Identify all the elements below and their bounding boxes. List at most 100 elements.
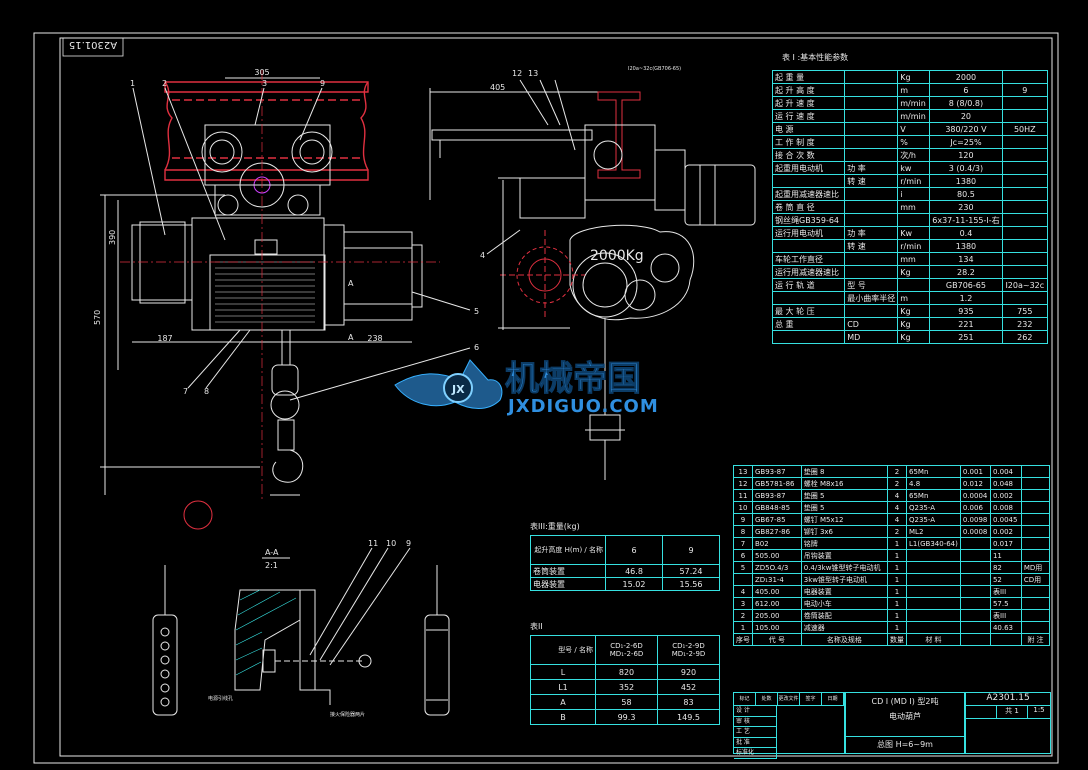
title-assembly: 总图 H=6~9m [846, 736, 964, 750]
table-cell: 运 行 速 度 [771, 109, 846, 123]
table-cell: r/min [897, 174, 931, 188]
table-cell: 1 [887, 549, 908, 562]
table-cell: MD [844, 330, 899, 344]
table-cell [1001, 200, 1049, 214]
table-cell: 运行用电动机 [771, 226, 846, 240]
table-cell [1001, 187, 1049, 201]
revision-mark-label: 日期 [822, 693, 844, 705]
table-cell: 820 [595, 664, 658, 680]
table-cell: Kw [897, 226, 931, 240]
table-cell: 型 号 [844, 278, 899, 292]
table-cell: 1 [733, 621, 753, 634]
table-cell: 505.00 [752, 549, 802, 562]
callout-11: 11 [368, 539, 378, 548]
table-cell [844, 187, 899, 201]
table-cell: 电器装置 [800, 585, 889, 598]
signature-role-label: 工 艺 [734, 727, 777, 738]
table-cell [844, 109, 899, 123]
table-cell [844, 200, 899, 214]
table-cell: 58 [595, 694, 658, 710]
title-scale: 1:5 [1027, 706, 1050, 718]
table-cell: 1 [887, 597, 908, 610]
table-cell: 0.012 [959, 477, 991, 490]
table-cell [1001, 265, 1049, 279]
table-cell: 4.8 [906, 477, 961, 490]
table-cell: 表III [989, 585, 1022, 598]
table-cell [1020, 597, 1051, 610]
callout-4: 4 [480, 251, 485, 260]
watermark-logo: JX 机械帝国 JXDIGUO.COM [394, 359, 659, 417]
table-cell [844, 252, 899, 266]
table-cell: 52 [989, 573, 1022, 586]
table-cell: 电 源 [771, 122, 846, 136]
table-cell [844, 265, 899, 279]
title-code: A2301.15 [966, 693, 1050, 706]
outer-frame [33, 32, 1059, 764]
table-cell [1001, 252, 1049, 266]
table-cell: 减速器 [800, 621, 889, 634]
table-cell: 运行用减速器速比 [771, 265, 846, 279]
table-row: 工 作 制 度%Jc=25% [771, 135, 1049, 149]
table-cell: 46.8 [605, 564, 663, 578]
table-cell: Kg [897, 265, 931, 279]
table-cell: GB706-65 [929, 278, 1003, 292]
rail-note: I20a~32c(GB706-65) [628, 66, 681, 72]
revision-mark-label: 更改文件号 [778, 693, 800, 705]
table-cell [1001, 109, 1049, 123]
column-header: 数量 [887, 633, 908, 646]
table-cell: Jc=25% [929, 135, 1003, 149]
table-cell: 232 [1001, 317, 1049, 331]
table-cell: 起重用电动机 [771, 161, 846, 175]
table-cell [959, 573, 991, 586]
table-cell: m/min [897, 96, 931, 110]
table-cell [844, 148, 899, 162]
table-cell: 起重用减速器速比 [771, 187, 846, 201]
watermark-url: JXDIGUO.COM [506, 396, 659, 417]
table-cell [906, 585, 961, 598]
table-cell [1020, 609, 1051, 622]
table-cell: 1 [887, 585, 908, 598]
table-cell: 0.008 [989, 501, 1022, 514]
section-view-labels: A-A 2:1 11 10 9 电源引线孔 接火保险器两片 [208, 539, 411, 718]
revision-mark-label: 标记 [734, 693, 756, 705]
dim-top: 305 [254, 68, 269, 77]
table-cell: 卷 筒 直 径 [771, 200, 846, 214]
table-cell: 10 [733, 501, 753, 514]
table-cell [733, 573, 753, 586]
title-sheet: 共 1 [996, 706, 1027, 718]
table-cell [897, 278, 931, 292]
table-corner-header: 起升高度 H(m) / 名称 [530, 535, 606, 565]
table-cell [1001, 161, 1049, 175]
callout-10: 10 [386, 539, 396, 548]
table-cell: 9 [1001, 83, 1049, 97]
table-cell [844, 304, 899, 318]
callout-6: 6 [474, 343, 479, 352]
table-cell: L [530, 664, 596, 680]
table-cell: 65Mn [906, 489, 961, 502]
table-cell: 运 行 轨 道 [771, 278, 846, 292]
column-header: 附 注 [1020, 633, 1051, 646]
column-header: 材 料 [906, 633, 961, 646]
table-cell [1020, 585, 1051, 598]
table-cell: 11 [989, 549, 1022, 562]
table-cell: 57.24 [662, 564, 720, 578]
table-cell: GB93-87 [752, 489, 802, 502]
table-cell: 920 [657, 664, 720, 680]
table-cell: 149.5 [657, 709, 720, 725]
table-cell [1020, 525, 1051, 538]
column-header [989, 633, 1022, 646]
